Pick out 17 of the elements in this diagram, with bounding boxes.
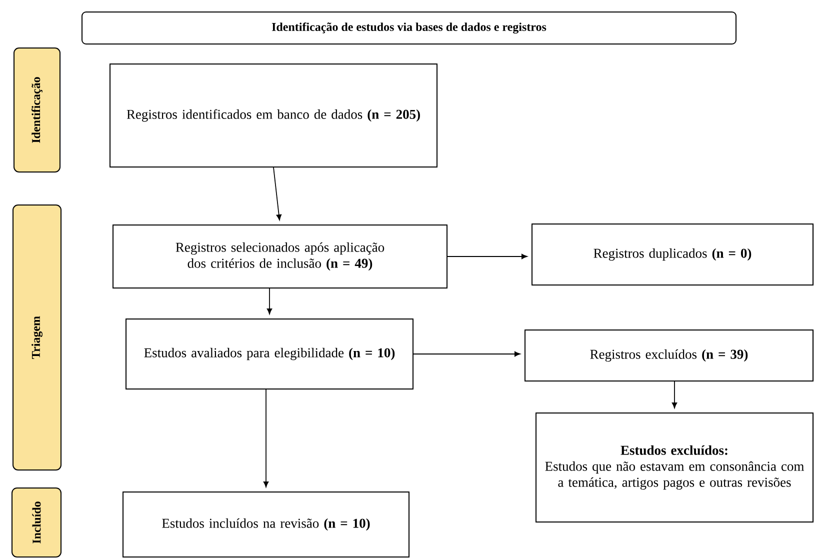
process-box: Registros excluídos (n = 39) [524,330,814,382]
process-box: Registros selecionados após aplicação dos critérios de inclusão (n = 49) [112,224,448,288]
title-box: Identificação de estudos via bases de dados e registros [82,12,736,44]
stage-band: Identificação [14,48,60,172]
arrow [672,381,678,408]
stage-band: Incluído [12,488,62,558]
arrow [447,254,528,260]
stage-band: Triagem [12,204,62,470]
process-box: Estudos incluídos na revisão (n = 10) [122,492,410,558]
process-box: Registros identificados em banco de dados (n = 205) [110,64,438,168]
arrow [263,389,269,488]
arrow [413,351,520,357]
arrow [273,167,282,220]
arrow [266,288,272,314]
process-box: Estudos excluídos: Estudos que não estavam em consonância com a temática, artigos pagos e outras revisões [536,412,814,522]
process-box: Estudos avaliados para elegibilidade (n = 10) [126,318,414,390]
process-box: Registros duplicados (n = 0) [532,224,814,286]
